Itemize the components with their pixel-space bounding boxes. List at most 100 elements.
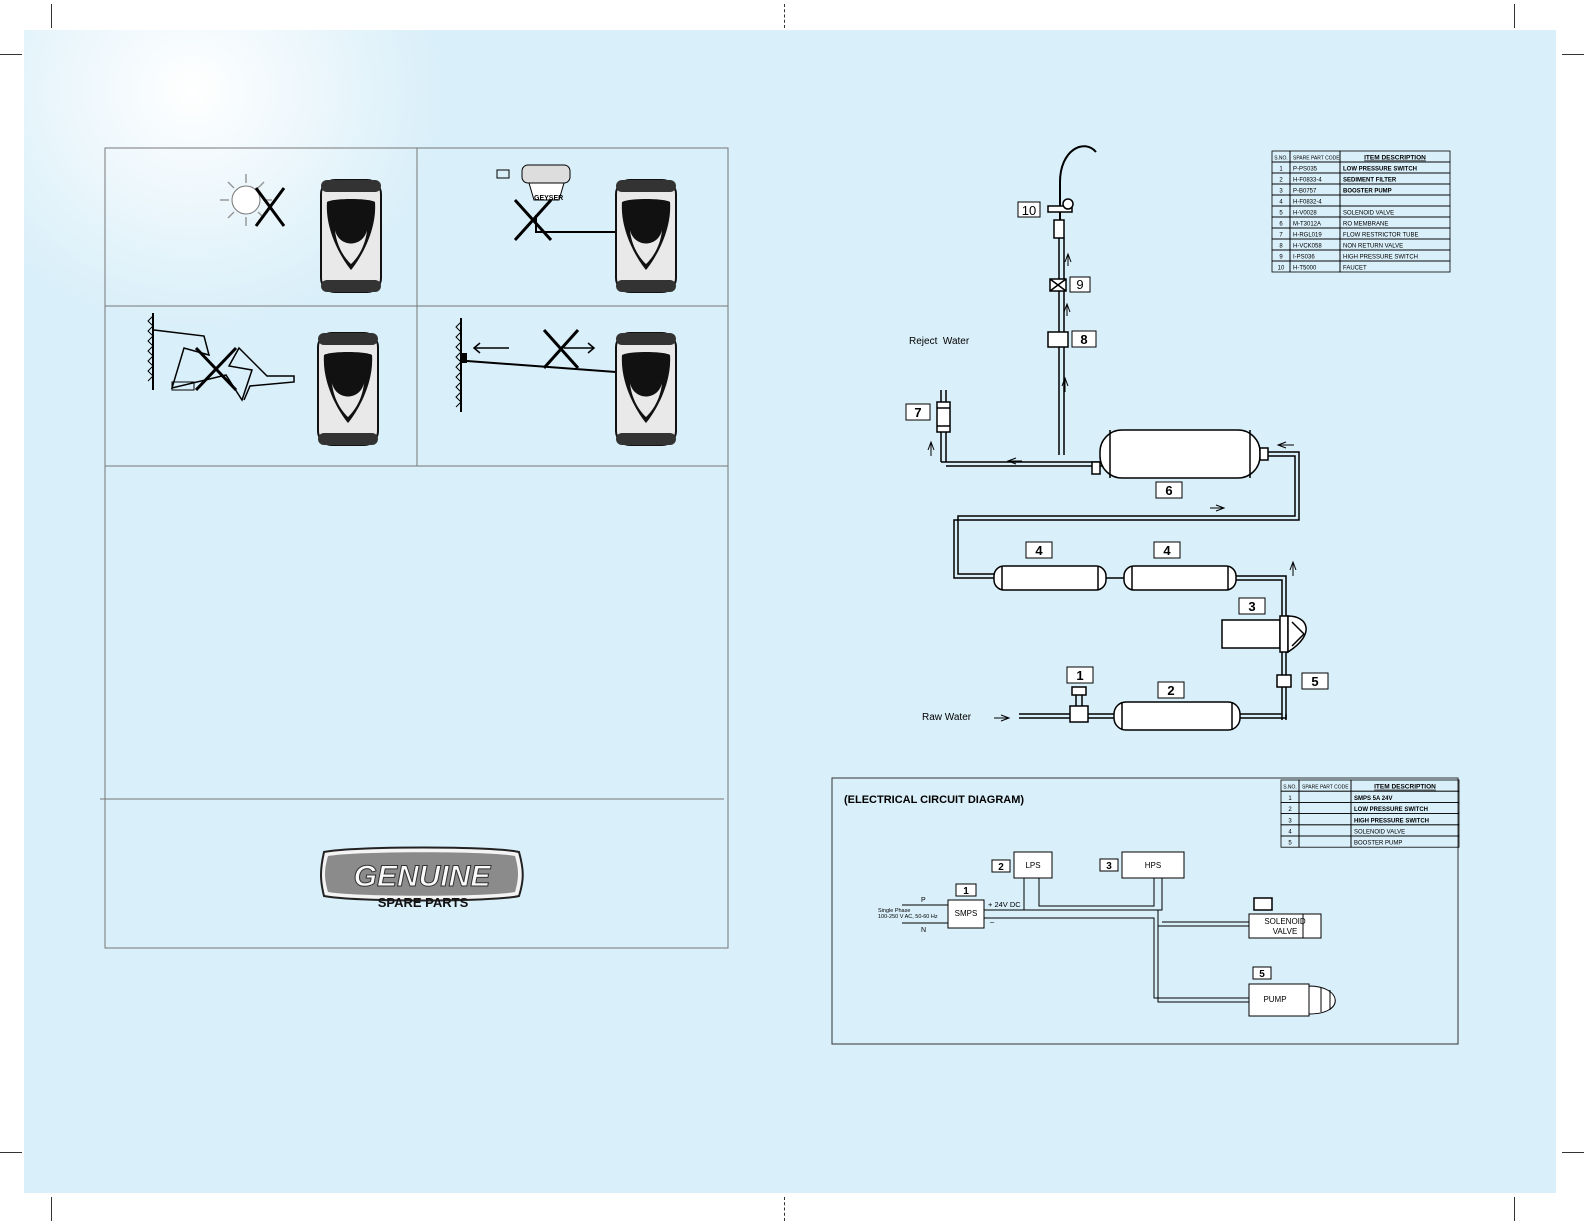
parts-table-header: SPARE PART CODE — [1293, 156, 1340, 162]
electrical-parts-table: S.NO. SPARE PART CODE ITEM DESCRIPTION 1 SMP… — [1280, 779, 1460, 848]
tag-nrv: 8 — [1080, 332, 1087, 347]
elec-table-cell: HIGH PRESSURE SWITCH — [1354, 818, 1429, 824]
elec-table-cell: 5 — [1288, 841, 1292, 847]
supply-n: N — [921, 927, 926, 934]
parts-table-cell: H-F0832-4 — [1293, 200, 1322, 206]
fold-mark — [784, 1197, 785, 1221]
parts-table-cell: 2 — [1279, 178, 1283, 184]
elec-table-header: S.NO. — [1283, 785, 1297, 791]
parts-table-cell: 1 — [1279, 167, 1283, 173]
parts-table-header: ITEM DESCRIPTION — [1364, 155, 1426, 162]
solenoid-label-2: VALVE — [1273, 927, 1298, 936]
elec-table-cell: SOLENOID VALVE — [1354, 830, 1405, 836]
electrical-diagram: (ELECTRICAL CIRCUIT DIAGRAM) S.NO. SPARE … — [831, 777, 1460, 1045]
parts-table-cell: 7 — [1279, 233, 1283, 239]
dc-plus: + 24V DC — [988, 900, 1021, 909]
parts-table: S.NO. SPARE PART CODE ITEM DESCRIPTION 1 P-P… — [1271, 150, 1451, 273]
tag-filter-b: 4 — [1163, 543, 1171, 558]
parts-table-cell: NON RETURN VALVE — [1343, 244, 1403, 250]
raw-water-label: Raw Water — [922, 712, 972, 723]
elec-tag-lps: 2 — [998, 862, 1004, 873]
crop-mark — [0, 54, 22, 55]
tag-filter-a: 4 — [1035, 543, 1043, 558]
tag-restrictor: 7 — [914, 405, 921, 420]
parts-table-cell: H-RGL019 — [1293, 233, 1322, 239]
left-panel: GEYSER — [100, 147, 729, 949]
elec-table-cell-border — [1350, 835, 1460, 848]
tag-hps: 9 — [1076, 277, 1083, 292]
elec-table-cell-border — [1298, 835, 1352, 848]
parts-table-cell: 3 — [1279, 189, 1283, 195]
geyser-label: GEYSER — [534, 195, 563, 202]
lps-label: LPS — [1025, 861, 1040, 870]
parts-table-cell: SOLENOID VALVE — [1343, 211, 1394, 217]
crop-mark — [1562, 54, 1584, 55]
fold-mark — [784, 4, 785, 28]
supply-line2: 100-250 V AC, 50-60 Hz — [878, 914, 938, 920]
parts-table-cell: RO MEMBRANE — [1343, 222, 1388, 228]
parts-table-cell: SEDIMENT FILTER — [1343, 178, 1397, 184]
elec-tag-hps: 3 — [1106, 861, 1112, 872]
genuine-logo: GENUINE — [320, 846, 524, 902]
parts-table-cell: 6 — [1279, 222, 1283, 228]
solenoid-label-1: SOLENOID — [1264, 917, 1306, 926]
electrical-title: (ELECTRICAL CIRCUIT DIAGRAM) — [844, 794, 1024, 806]
elec-table-header: SPARE PART CODE — [1302, 785, 1349, 791]
crop-mark — [51, 4, 52, 28]
elec-tag-pump: 5 — [1259, 969, 1265, 980]
parts-table-cell: M-T3012A — [1293, 222, 1321, 228]
parts-table-cell: P-B0757 — [1293, 189, 1317, 195]
parts-table-cell: 9 — [1279, 255, 1283, 261]
parts-table-cell: H-VCK058 — [1293, 244, 1322, 250]
geyser-icon: GEYSER — [496, 164, 616, 242]
tag-pump: 3 — [1248, 599, 1255, 614]
tag-lps: 1 — [1076, 668, 1083, 683]
elec-table-cell: 1 — [1288, 796, 1292, 802]
parts-table-cell: BOOSTER PUMP — [1343, 189, 1392, 195]
elec-table-header: ITEM DESCRIPTION — [1374, 784, 1436, 791]
hps-label: HPS — [1145, 861, 1161, 870]
supply-p: P — [921, 897, 926, 904]
parts-table-cell: HIGH PRESSURE SWITCH — [1343, 255, 1418, 261]
parts-table-cell: I-PS036 — [1293, 255, 1315, 261]
tag-sediment: 2 — [1167, 683, 1174, 698]
parts-table-header: S.NO. — [1274, 156, 1288, 162]
parts-table-cell: H-F0833-4 — [1293, 178, 1322, 184]
parts-table-cell: 8 — [1279, 244, 1283, 250]
parts-table-cell-border — [1339, 260, 1451, 273]
crop-mark — [0, 1152, 22, 1153]
elec-table-cell-border — [1298, 790, 1352, 803]
parts-table-cell: LOW PRESSURE SWITCH — [1343, 167, 1417, 173]
elec-tag-smps: 1 — [963, 886, 969, 897]
sun-icon — [220, 174, 286, 227]
parts-table-cell: FAUCET — [1343, 266, 1367, 272]
parts-table-cell: P-PS035 — [1293, 167, 1318, 173]
reject-water-label: Reject Water — [909, 336, 970, 347]
elec-table-cell-border — [1298, 813, 1352, 826]
parts-table-cell: H-V0028 — [1293, 211, 1317, 217]
elec-table-cell: LOW PRESSURE SWITCH — [1354, 807, 1428, 813]
elec-table-cell: BOOSTER PUMP — [1354, 841, 1402, 847]
tag-membrane: 6 — [1165, 483, 1172, 498]
elec-table-cell: 3 — [1288, 818, 1292, 824]
electrical-frame — [831, 777, 1459, 1045]
tag-faucet: 10 — [1022, 203, 1036, 218]
logo-subtitle: SPARE PARTS — [378, 895, 469, 910]
parts-table-cell: 10 — [1278, 266, 1285, 272]
parts-table-cell: 4 — [1279, 200, 1283, 206]
flow-diagram: 10 9 8 7 6 4 4 3 1 2 5 Reject Water Raw … — [905, 145, 1451, 731]
tag-solenoid: 5 — [1311, 674, 1318, 689]
supply-line1: Single Phase — [878, 908, 910, 914]
elec-table-cell: 4 — [1288, 830, 1292, 836]
heat-source-icon — [147, 313, 295, 402]
logo-text: GENUINE — [354, 860, 492, 893]
parts-table-cell: FLOW RESTRICTOR TUBE — [1343, 233, 1418, 239]
smps-label: SMPS — [955, 909, 978, 918]
parts-table-cell: 5 — [1279, 211, 1283, 217]
parts-table-cell: H-T5000 — [1293, 266, 1317, 272]
brochure-sheet: GEYSER — [24, 30, 1556, 1193]
dc-minus: – — [990, 917, 995, 926]
elec-table-cell: SMPS 5A 24V — [1354, 796, 1392, 802]
elec-table-cell: 2 — [1288, 807, 1292, 813]
wall-distance-icon — [455, 318, 617, 412]
